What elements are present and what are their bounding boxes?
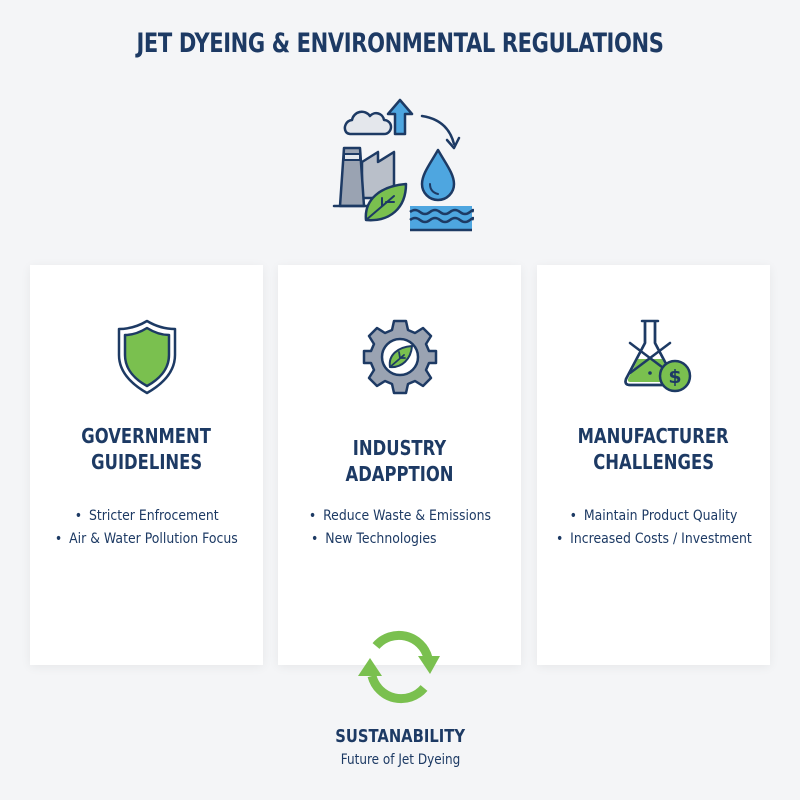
shield-icon (117, 319, 176, 395)
card-title: INDUSTRY ADAPPTION (278, 435, 521, 487)
list-item: •Stricter Enfrocement (30, 505, 263, 528)
card-bullet-list: •Reduce Waste & Emissions •New Technolog… (278, 505, 521, 551)
card-bullet-list: •Stricter Enfrocement •Air & Water Pollu… (30, 505, 263, 551)
card-title: MANUFACTURER CHALLENGES (537, 423, 770, 475)
card-bullet-list: •Maintain Product Quality •Increased Cos… (537, 505, 770, 551)
card-title-line1: MANUFACTURER (577, 424, 730, 448)
list-item: •Air & Water Pollution Focus (30, 528, 263, 551)
leaf-icon (364, 182, 408, 222)
card-title-line1: GOVERNMENT (81, 424, 212, 448)
flask-dollar-icon: $ (623, 319, 691, 393)
cloud-icon (343, 110, 393, 136)
bullet-icon: • (308, 508, 316, 524)
bullet-icon: • (569, 508, 577, 524)
factory-leaf-water-cycle-icon (332, 98, 474, 232)
list-item: •Increased Costs / Investment (537, 528, 770, 551)
card-title-line2: GUIDELINES (90, 450, 202, 474)
list-item: •Reduce Waste & Emissions (278, 505, 521, 528)
page-title: JET DYEING & ENVIRONMENTAL REGULATIONS (136, 28, 664, 59)
bullet-icon: • (74, 508, 82, 524)
card-manufacturer-challenges: $ MANUFACTURER CHALLENGES •Maintain Prod… (537, 265, 770, 665)
card-title-line1: INDUSTRY ADAPPTION (345, 436, 454, 486)
up-arrow-icon (386, 98, 414, 136)
recycle-arrows-icon (358, 630, 440, 704)
gear-leaf-icon (362, 319, 437, 395)
dollar-icon: $ (668, 366, 681, 388)
card-government-guidelines: GOVERNMENT GUIDELINES •Stricter Enfrocem… (30, 265, 263, 665)
water-drop-icon (420, 148, 456, 202)
card-industry-adaption: INDUSTRY ADAPPTION •Reduce Waste & Emiss… (278, 265, 521, 665)
bullet-icon: • (311, 531, 319, 547)
card-title: GOVERNMENT GUIDELINES (30, 423, 263, 475)
bullet-icon: • (555, 531, 563, 547)
list-item: •New Technologies (278, 528, 521, 551)
footer-title: SUSTANABILITY (335, 726, 465, 747)
bullet-icon: • (55, 531, 63, 547)
list-item: •Maintain Product Quality (537, 505, 770, 528)
curved-arrow-icon (420, 114, 461, 150)
footer-subtitle: Future of Jet Dyeing (340, 752, 460, 768)
water-waves-icon (409, 206, 474, 232)
card-title-line2: CHALLENGES (593, 450, 714, 474)
